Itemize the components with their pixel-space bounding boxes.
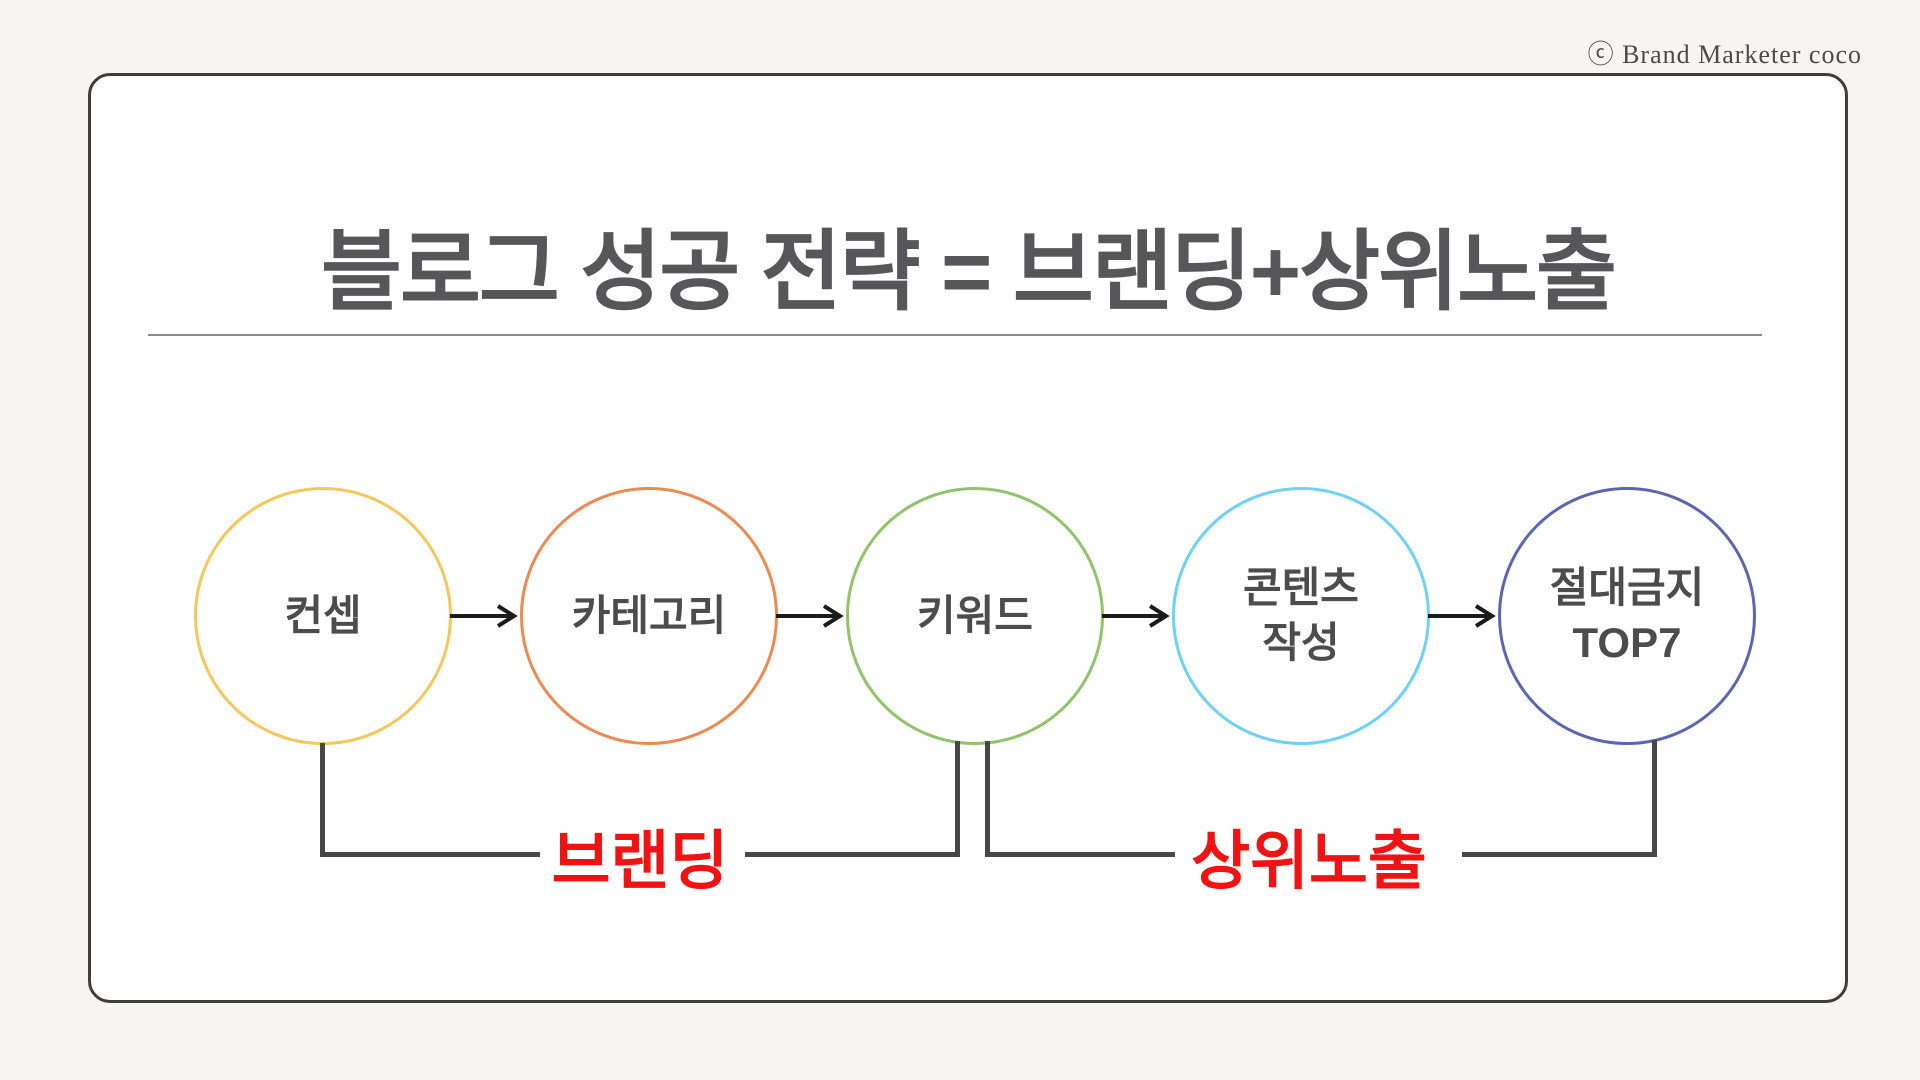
flow-step-content-writing-label: 콘텐츠 작성 (1243, 564, 1359, 666)
exposure-bracket-right-drop-line (1652, 740, 1657, 857)
branding-group-label: 브랜딩 (551, 825, 729, 897)
right-arrow-icon (1102, 604, 1170, 628)
branding-bracket-left-segment (320, 852, 540, 857)
flow-step-forbidden-top7: 절대금지 TOP7 (1498, 487, 1756, 745)
slide-title: 블로그 성공 전략 = 브랜딩+상위노출 (320, 222, 1617, 321)
flow-step-concept: 컨셉 (194, 487, 452, 745)
branding-bracket-right-drop-line (955, 741, 960, 857)
right-arrow-icon (1428, 604, 1496, 628)
flow-step-forbidden-top7-label: 절대금지 TOP7 (1549, 564, 1705, 666)
exposure-bracket-right-segment (1462, 852, 1657, 857)
flow-step-category: 카테고리 (520, 487, 778, 745)
right-arrow-icon (450, 604, 518, 628)
slide-frame: 블로그 성공 전략 = 브랜딩+상위노출 컨셉 카테고리 키워드 콘텐츠 작성 … (88, 73, 1848, 1003)
right-arrow-icon (776, 604, 844, 628)
exposure-group-label: 상위노출 (1191, 825, 1427, 897)
branding-bracket-right-segment (745, 852, 960, 857)
branding-bracket-left-drop-line (320, 743, 325, 857)
exposure-bracket-left-segment (990, 852, 1175, 857)
flow-step-keyword-label: 키워드 (917, 591, 1033, 639)
exposure-bracket-left-drop-line (985, 741, 990, 857)
copyright-text: ⓒ Brand Marketer coco (1587, 40, 1862, 69)
flow-step-category-label: 카테고리 (571, 591, 727, 639)
flow-step-concept-label: 컨셉 (284, 591, 362, 639)
flow-step-content-writing: 콘텐츠 작성 (1172, 487, 1430, 745)
title-divider (148, 334, 1762, 336)
flow-step-keyword: 키워드 (846, 487, 1104, 745)
